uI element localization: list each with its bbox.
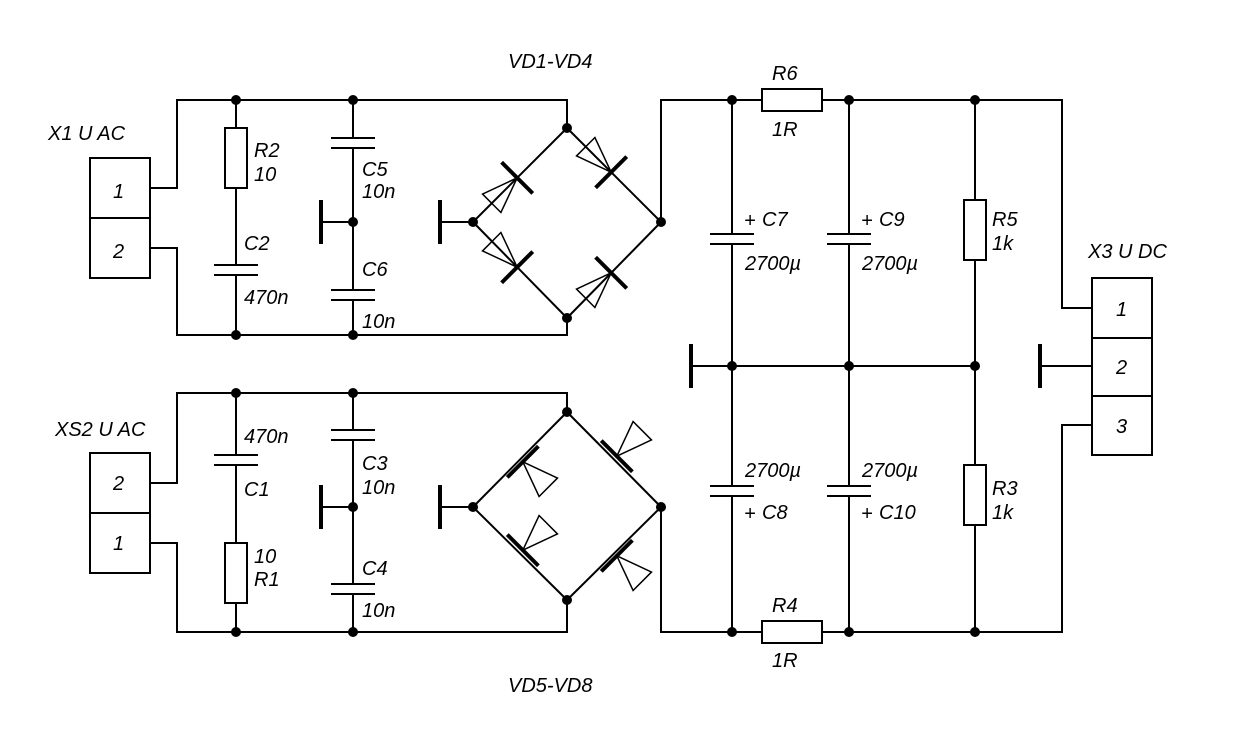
r4-value: 1R (772, 650, 798, 672)
c9-value: 2700µ (861, 253, 918, 275)
xs2-pin-1: 1 (113, 533, 124, 555)
vd5-diode (507, 446, 564, 503)
r2-value: 10 (254, 164, 276, 186)
x3-pin-2: 2 (1115, 357, 1127, 379)
top-bridge-label: VD1-VD4 (508, 51, 592, 73)
c9-ref: C9 (879, 209, 905, 231)
c3-ref: C3 (362, 453, 388, 475)
x3-pin-1: 1 (1116, 299, 1127, 321)
bottom-input-wiring (150, 392, 568, 633)
r1-value: 10 (254, 546, 276, 568)
r5-resistor (963, 199, 987, 261)
x1-pin-1: 1 (113, 181, 124, 203)
c4-value: 10n (362, 600, 395, 622)
c6-value: 10n (362, 311, 395, 333)
c5-value: 10n (362, 181, 395, 203)
bottom-bridge (438, 411, 662, 601)
r6-value: 1R (772, 119, 798, 141)
vd7-diode (507, 509, 564, 566)
c9-plus: + (861, 210, 873, 232)
top-input-wiring (150, 99, 568, 336)
x1-title: X1 U AC (47, 123, 126, 145)
c4-ref: C4 (362, 558, 388, 580)
r1-resistor (224, 542, 248, 604)
xs2-connector: 2 1 (89, 452, 151, 574)
junction-dots (231, 95, 980, 637)
c5-ref: C5 (362, 159, 388, 181)
c2-value: 470n (244, 287, 289, 309)
c7-value: 2700µ (744, 253, 801, 275)
c8-plus: + (744, 503, 756, 525)
c8-value: 2700µ (744, 460, 801, 482)
r5-ref: R5 (992, 209, 1018, 231)
x1-pin-2: 2 (112, 241, 124, 263)
xs2-pin-2: 2 (112, 473, 124, 495)
c7-ref: C7 (762, 209, 788, 231)
c6-ref: C6 (362, 259, 388, 281)
x3-title: X3 U DC (1087, 241, 1167, 263)
output-wiring (660, 88, 1092, 644)
r4-ref: R4 (772, 595, 798, 617)
c10-plus: + (861, 503, 873, 525)
c1-ref: C1 (244, 479, 270, 501)
r2-resistor (224, 127, 248, 189)
r6-resistor (761, 88, 823, 112)
x3-pin-3: 3 (1116, 416, 1127, 438)
r2-ref: R2 (254, 140, 280, 162)
c10-value: 2700µ (861, 460, 918, 482)
x3-connector: 1 2 3 (1091, 277, 1153, 456)
c3-value: 10n (362, 477, 395, 499)
r3-value: 1k (992, 502, 1014, 524)
vd8-diode (601, 540, 658, 597)
xs2-title: XS2 U AC (54, 419, 146, 441)
top-bridge (438, 127, 662, 319)
x1-connector: 1 2 (89, 157, 151, 279)
c10-ref: C10 (879, 502, 916, 524)
r3-ref: R3 (992, 478, 1018, 500)
c2-ref: C2 (244, 233, 270, 255)
r3-resistor (963, 464, 987, 526)
r1-ref: R1 (254, 569, 280, 591)
c1-value: 470n (244, 426, 289, 448)
c7-plus: + (744, 210, 756, 232)
r4-resistor (761, 620, 823, 644)
c8-ref: C8 (762, 502, 788, 524)
vd6-diode (601, 415, 658, 472)
bottom-bridge-label: VD5-VD8 (508, 675, 592, 697)
r6-ref: R6 (772, 63, 798, 85)
r5-value: 1k (992, 233, 1014, 255)
